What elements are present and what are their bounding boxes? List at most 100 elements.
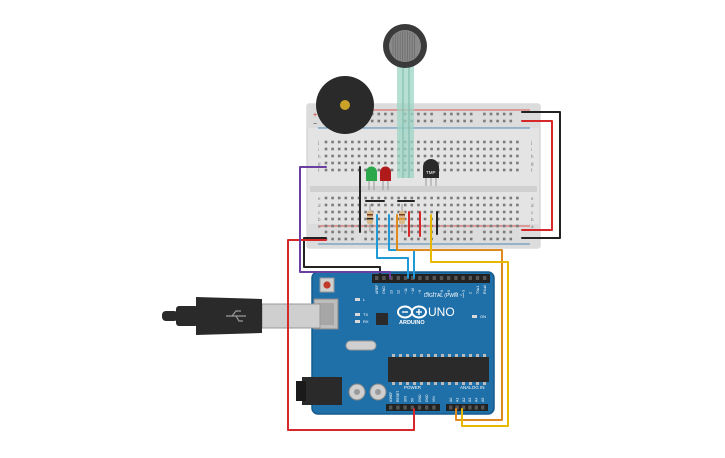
breadboard-hole — [483, 140, 486, 144]
wire-sensor-yellow[interactable] — [430, 214, 509, 427]
breadboard-hole — [509, 140, 513, 144]
breadboard-hole — [496, 224, 499, 228]
led-red[interactable] — [380, 166, 391, 191]
breadboard-hole — [430, 140, 433, 144]
breadboard-hole — [423, 196, 427, 200]
wire-rail-red-right[interactable] — [521, 120, 553, 231]
breadboard-hole — [489, 224, 493, 228]
breadboard-hole — [377, 196, 381, 200]
row-letter: d — [318, 203, 321, 208]
breadboard-hole — [324, 168, 328, 172]
digital-pin — [454, 276, 458, 280]
breadboard-hole — [476, 203, 480, 207]
digital-pin-label: 12 — [397, 290, 401, 294]
row-letter: g — [318, 161, 321, 166]
rail-hole — [344, 237, 348, 241]
breadboard-hole — [417, 210, 420, 214]
breadboard-hole — [324, 196, 328, 200]
rail-hole — [450, 119, 453, 123]
rail-hole — [509, 230, 513, 234]
breadboard-hole — [351, 168, 354, 172]
chip-leg — [413, 382, 416, 385]
breadboard-hole — [377, 217, 381, 221]
row-letter: e — [318, 196, 321, 201]
breadboard-hole — [417, 196, 420, 200]
buzzer-center — [340, 100, 350, 110]
chip-leg — [406, 382, 409, 385]
rail-hole — [450, 230, 453, 234]
rail-hole — [469, 119, 473, 123]
digital-pin — [461, 276, 465, 280]
led-green-body — [366, 166, 377, 181]
breadboard-hole — [476, 168, 480, 172]
chip-leg — [399, 354, 402, 357]
breadboard-hole — [456, 210, 460, 214]
rail-hole — [456, 230, 460, 234]
breadboard-hole — [417, 203, 420, 207]
wire-gnd-black[interactable] — [303, 237, 381, 279]
breadboard-hole — [456, 140, 460, 144]
chip-leg — [455, 382, 458, 385]
breadboard-hole — [496, 147, 499, 151]
wire-led-blue-1[interactable] — [376, 214, 409, 279]
rail-hole — [502, 112, 506, 116]
breadboard-hole — [337, 154, 341, 158]
digital-pin-label: 2 — [469, 292, 473, 294]
digital-pin-label: GND — [382, 286, 386, 294]
breadboard-hole — [331, 203, 334, 207]
breadboard-hole — [476, 224, 480, 228]
digital-pin — [475, 276, 480, 280]
breadboard-hole — [344, 140, 348, 144]
resistor-1-band — [367, 214, 373, 216]
rail-hole — [377, 237, 381, 241]
breadboard-hole — [364, 210, 367, 214]
breadboard-hole — [502, 154, 506, 158]
chip-leg — [434, 382, 437, 385]
breadboard-hole — [450, 161, 453, 165]
rail-hole — [443, 230, 447, 234]
analog-label: ANALOG IN — [460, 385, 485, 390]
breadboard-hole — [430, 203, 433, 207]
rail-hole — [423, 112, 427, 116]
led-green[interactable] — [366, 166, 377, 191]
breadboard-hole — [516, 154, 519, 158]
breadboard-hole — [357, 140, 361, 144]
breadboard-hole — [364, 203, 367, 207]
usb-cable[interactable] — [162, 297, 321, 335]
breadboard-hole — [456, 196, 460, 200]
chip-leg — [392, 382, 395, 385]
power-pin-label: GND — [418, 394, 422, 402]
breadboard-hole — [337, 210, 341, 214]
breadboard-hole — [331, 147, 334, 151]
wire-buzzer-purple[interactable] — [299, 166, 391, 279]
rx-led — [355, 320, 360, 323]
breadboard-hole — [469, 168, 473, 172]
breadboard-hole — [443, 217, 447, 221]
rail-hole — [456, 112, 460, 116]
resistor-2[interactable] — [399, 204, 405, 232]
rail-hole — [331, 230, 334, 234]
breadboard-hole — [436, 203, 440, 207]
breadboard-hole — [509, 161, 513, 165]
resistor-1[interactable] — [367, 204, 373, 232]
breadboard-hole — [502, 161, 506, 165]
breadboard-hole — [364, 147, 367, 151]
analog-pin-label: A3 — [468, 398, 472, 402]
temperature-sensor[interactable]: TMP — [423, 159, 439, 186]
rail-hole — [377, 230, 381, 234]
breadboard-hole — [489, 147, 493, 151]
rail-hole — [489, 230, 493, 234]
breadboard-hole — [403, 210, 407, 214]
breadboard-hole — [377, 161, 381, 165]
wire-rail-black-right[interactable] — [521, 111, 561, 239]
digital-header-label: DIGITAL (PWM ~) — [424, 293, 464, 299]
row-letter: f — [531, 168, 533, 173]
wire-sensor-orange[interactable] — [396, 214, 503, 421]
breadboard-hole — [469, 140, 473, 144]
piezo-buzzer[interactable] — [316, 76, 374, 134]
force-sensor[interactable] — [383, 24, 427, 178]
breadboard-hole — [397, 224, 400, 228]
breadboard-hole — [456, 154, 460, 158]
